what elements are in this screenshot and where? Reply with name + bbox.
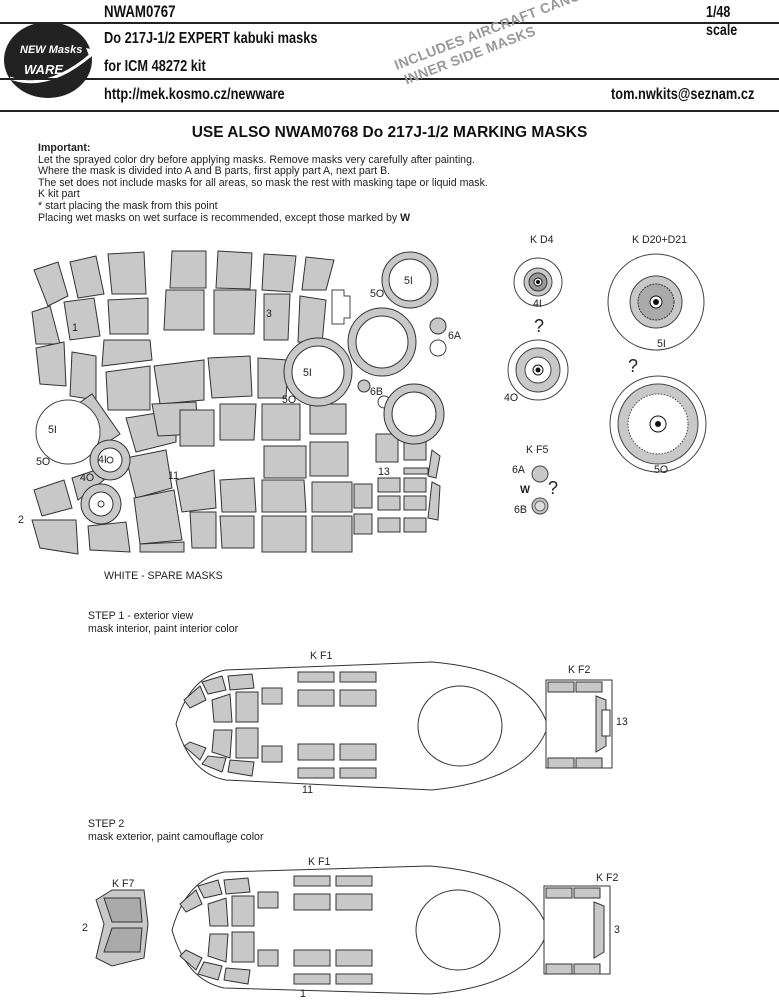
step1-subtitle: mask interior, paint interior color xyxy=(88,623,239,635)
website-link[interactable]: http://mek.kosmo.cz/newware xyxy=(104,86,285,103)
label-kd4-4i: 4I xyxy=(533,298,542,310)
question-mark: ? xyxy=(548,478,559,498)
label-kd20-5i: 5I xyxy=(657,338,666,350)
step2-kf1: K F1 xyxy=(308,856,331,868)
white-spare-label: WHITE - SPARE MASKS xyxy=(104,570,223,582)
step2-part-1: 1 xyxy=(300,988,306,1000)
wet-mark: W xyxy=(520,484,530,496)
question-mark: ? xyxy=(628,356,639,376)
step1-title: STEP 1 - exterior view xyxy=(88,610,194,622)
label-4o: 4O xyxy=(80,472,95,484)
step1-kf2-part xyxy=(545,679,613,769)
step2-part-2: 2 xyxy=(82,922,88,934)
notes-line: Placing wet masks on wet surface is reco… xyxy=(38,211,411,224)
notes-line: K kit part xyxy=(38,188,80,201)
label-5i: 5I xyxy=(303,367,312,379)
wheel-kd20-inner xyxy=(607,253,705,351)
newware-logo xyxy=(4,22,96,98)
instructions-block: Important: Let the sprayed color dry bef… xyxy=(38,142,488,224)
label-kf5-6b: 6B xyxy=(514,504,527,516)
notes-line: * start placing the mask from this point xyxy=(38,199,218,212)
label-kd4: K D4 xyxy=(530,234,554,246)
label-part-2: 2 xyxy=(18,514,24,526)
label-6b: 6B xyxy=(370,386,383,398)
step2-title: STEP 2 xyxy=(88,818,125,830)
label-part-13: 13 xyxy=(378,466,390,478)
step2-kf7-part xyxy=(95,889,149,967)
wheel-kd4-outer xyxy=(507,339,569,401)
notes-line: Where the mask is divided into A and B p… xyxy=(38,165,391,178)
label-part-1: 1 xyxy=(72,322,78,334)
step1-kf2: K F2 xyxy=(568,664,591,676)
step1-fuselage xyxy=(175,661,549,791)
step2-kf2-part xyxy=(543,885,611,975)
step1-part-11: 11 xyxy=(302,784,313,796)
step2-kf2: K F2 xyxy=(596,872,619,884)
wheel-kd20-outer xyxy=(609,375,707,473)
kit-reference: for ICM 48272 kit xyxy=(104,58,206,75)
label-4i: 4I xyxy=(98,454,107,466)
label-kd4-4o: 4O xyxy=(504,392,519,404)
wet-mark: W xyxy=(400,211,411,224)
label-5i: 5I xyxy=(48,424,57,436)
label-kd20-5o: 5O xyxy=(654,464,669,476)
label-kf5: K F5 xyxy=(526,444,549,456)
wheel-kd4-inner xyxy=(513,257,563,307)
logo-text-top: NEW Masks xyxy=(20,44,83,56)
product-title: Do 217J-1/2 EXPERT kabuki masks xyxy=(104,30,318,47)
step2-kf7: K F7 xyxy=(112,878,135,890)
question-mark: ? xyxy=(534,316,545,336)
use-also-heading: USE ALSO NWAM0768 Do 217J-1/2 MARKING MA… xyxy=(191,124,588,141)
email-link[interactable]: tom.nwkits@seznam.cz xyxy=(611,86,755,103)
label-5o: 5O xyxy=(370,288,385,300)
label-5o: 5O xyxy=(36,456,51,468)
notes-line: The set does not include masks for all a… xyxy=(38,176,488,189)
label-kf5-6a: 6A xyxy=(512,464,525,476)
step2-part-3: 3 xyxy=(614,924,620,936)
product-code: NWAM0767 xyxy=(104,2,176,21)
step2-subtitle: mask exterior, paint camouflage color xyxy=(88,831,264,843)
wheel-kf5 xyxy=(531,465,549,515)
logo-text-bottom: WARE xyxy=(24,62,63,77)
notes-line: Let the sprayed color dry before applyin… xyxy=(38,153,475,166)
label-5o: 5O xyxy=(282,394,297,406)
label-5i: 5I xyxy=(404,275,413,287)
scale-label: 1/48 scale xyxy=(706,4,738,39)
step1-part-13: 13 xyxy=(616,716,628,728)
step2-fuselage xyxy=(171,865,549,995)
label-part-3: 3 xyxy=(266,308,272,320)
notes-heading: Important: xyxy=(38,142,91,154)
label-part-11: 11 xyxy=(168,470,179,482)
label-kd20: K D20+D21 xyxy=(632,234,688,246)
step1-kf1: K F1 xyxy=(310,650,333,662)
label-6a: 6A xyxy=(448,330,461,342)
